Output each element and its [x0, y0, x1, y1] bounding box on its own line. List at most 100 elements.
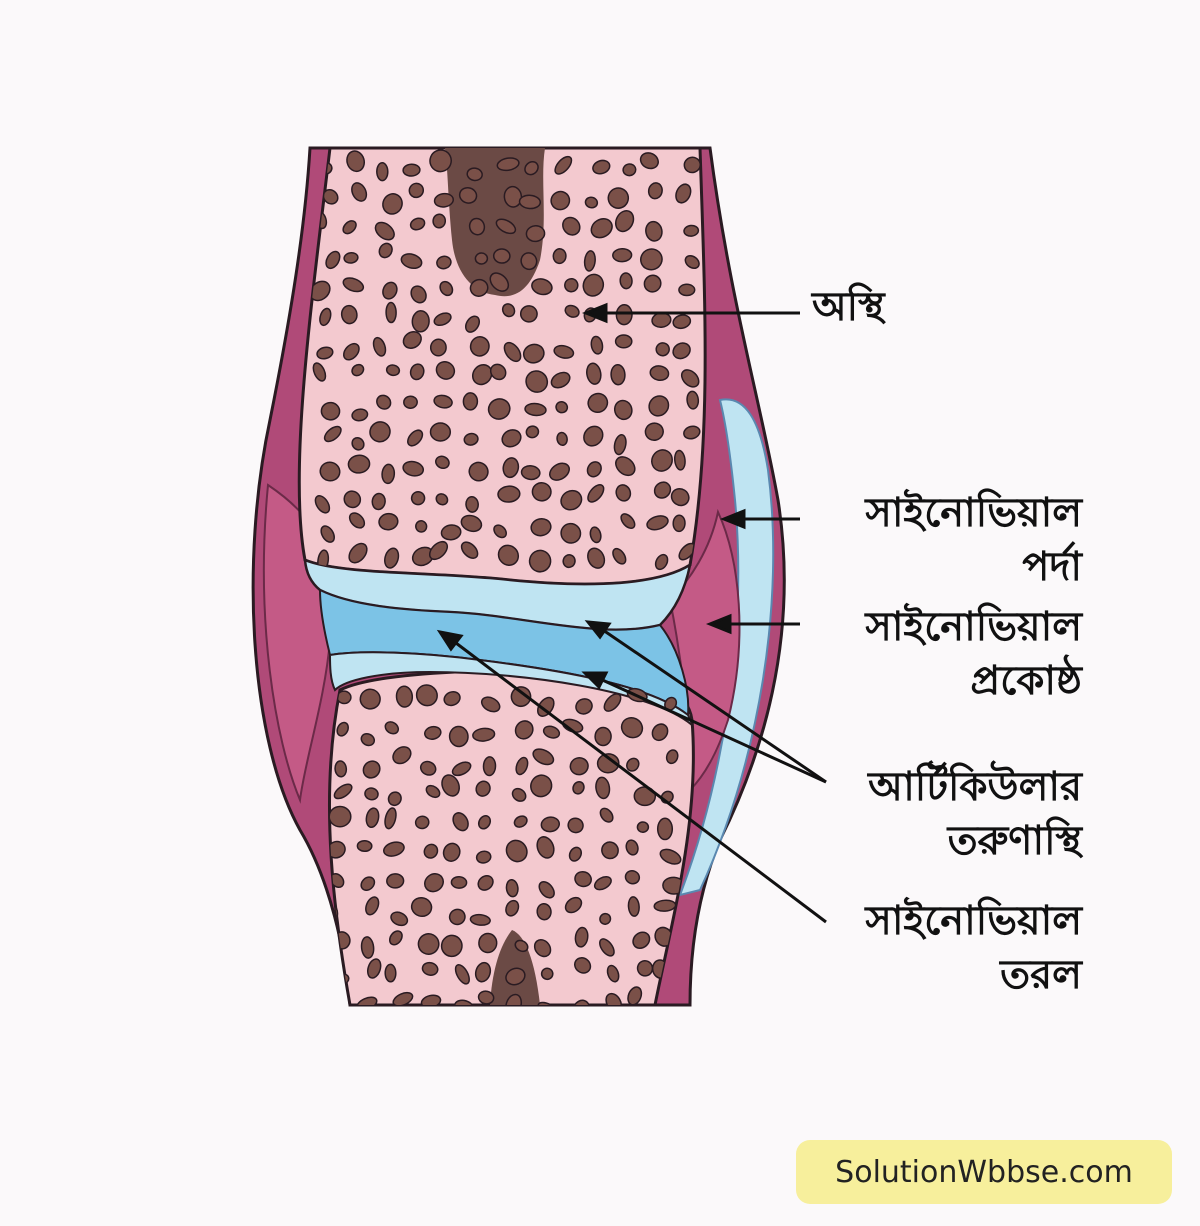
- bone-pore: [378, 242, 393, 259]
- bone-pore: [542, 725, 561, 739]
- bone-pore: [686, 390, 700, 410]
- bone-pore: [477, 990, 495, 1005]
- bone-pore: [613, 399, 633, 421]
- bone-pore: [536, 902, 552, 921]
- bone-pore: [410, 491, 426, 506]
- bone-pore: [614, 334, 633, 349]
- bone-pore: [632, 931, 651, 949]
- bone-pore: [610, 363, 626, 386]
- bone-pore: [471, 363, 493, 386]
- bone-pore: [342, 220, 357, 235]
- bone-pore: [348, 512, 366, 529]
- bone-pore: [549, 462, 570, 481]
- arrowhead-bone: [581, 302, 608, 324]
- bone-pore: [496, 157, 520, 172]
- bone-pore: [538, 881, 555, 899]
- bone-pore: [562, 554, 576, 569]
- bone-pore: [359, 688, 381, 710]
- bone-pore: [487, 398, 511, 420]
- bone-pore: [428, 540, 449, 561]
- bone-pore: [497, 485, 521, 503]
- bone-pore: [590, 335, 604, 355]
- bone-pore: [472, 727, 496, 742]
- bone-pore: [575, 698, 593, 715]
- bone-pore: [458, 186, 478, 204]
- bone-pore: [647, 182, 663, 200]
- bone-pore: [489, 272, 510, 292]
- upper-bone-pores: [309, 149, 702, 573]
- bone-pore: [477, 874, 494, 891]
- bone-pore: [656, 817, 674, 841]
- bone-pore: [469, 336, 490, 357]
- bone-pore: [435, 360, 456, 380]
- bone-pore: [474, 252, 489, 265]
- bone-pore: [462, 392, 479, 411]
- bone-pore: [348, 542, 368, 564]
- bone-pore: [569, 757, 589, 776]
- bone-pore: [316, 346, 334, 360]
- bone-pore: [515, 756, 529, 776]
- bone-pore: [382, 281, 398, 300]
- bone-pore: [683, 156, 702, 174]
- bone-pore: [360, 876, 376, 892]
- bone-pore: [325, 250, 341, 270]
- bone-pore: [501, 303, 516, 318]
- bone-pore: [684, 254, 700, 270]
- label-bone-text: অস্থি: [812, 284, 885, 330]
- bone-pore: [415, 520, 428, 533]
- bone-pore: [587, 547, 606, 569]
- bone-pore: [568, 846, 583, 862]
- bone-pore: [550, 371, 571, 389]
- bone-pore: [347, 454, 371, 474]
- bone-pore: [613, 434, 627, 456]
- lower-marrow-cavity: [490, 930, 540, 1005]
- bone-pore: [519, 305, 538, 323]
- bone-pore: [475, 780, 491, 797]
- label-synovial-cavity-line2: প্রকোষ্ঠ: [970, 658, 1082, 704]
- label-synovial-membrane: সাইনোভিয়াল পর্দা: [812, 486, 1082, 594]
- bone-pore: [320, 401, 341, 421]
- bone-pore: [532, 748, 555, 766]
- bone-pore: [387, 791, 402, 807]
- bone-pore: [520, 252, 538, 271]
- bone-pore: [501, 429, 522, 448]
- bone-pore: [552, 248, 567, 265]
- bone-pore: [605, 992, 623, 1005]
- bone-pore: [536, 836, 555, 859]
- bone-pore: [466, 167, 483, 182]
- bone-pore: [670, 488, 690, 507]
- label-articular-cartilage-line2: তরুণাস্থি: [947, 818, 1082, 864]
- bone-pore: [649, 365, 670, 382]
- bone-pore: [425, 784, 441, 799]
- bone-pore: [334, 760, 348, 778]
- bone-pore: [443, 691, 461, 707]
- bone-pore: [450, 875, 468, 889]
- upper-marrow-cavity: [445, 148, 545, 297]
- bone-pore: [518, 194, 542, 210]
- bone-pore: [441, 774, 460, 797]
- bone-pore: [503, 185, 523, 208]
- bone-pore: [403, 395, 418, 409]
- bone-pore: [505, 967, 526, 986]
- bone-pore: [587, 484, 605, 503]
- bone-pore: [525, 225, 546, 243]
- bone-pore: [533, 938, 552, 958]
- bone-pore: [342, 277, 365, 293]
- bone-pore: [524, 402, 547, 417]
- bone-pore: [586, 461, 602, 478]
- bone-pore: [382, 841, 405, 857]
- label-articular-cartilage: আর্টিকিউলার তরুণাস্থি: [812, 760, 1082, 868]
- bone-pore: [402, 331, 422, 349]
- bone-pore: [627, 986, 643, 1005]
- bone-pore: [560, 522, 582, 544]
- bone-pore: [525, 370, 549, 393]
- bone-pore: [429, 338, 447, 357]
- bone-pore: [336, 721, 349, 737]
- bone-pore: [364, 787, 379, 801]
- bone-pore: [477, 815, 492, 830]
- bone-pore: [574, 957, 592, 974]
- bone-pore: [493, 524, 507, 539]
- bone-pore: [531, 482, 552, 502]
- leader-line-cartilage-lower: [597, 676, 827, 784]
- bone-pore: [419, 760, 437, 776]
